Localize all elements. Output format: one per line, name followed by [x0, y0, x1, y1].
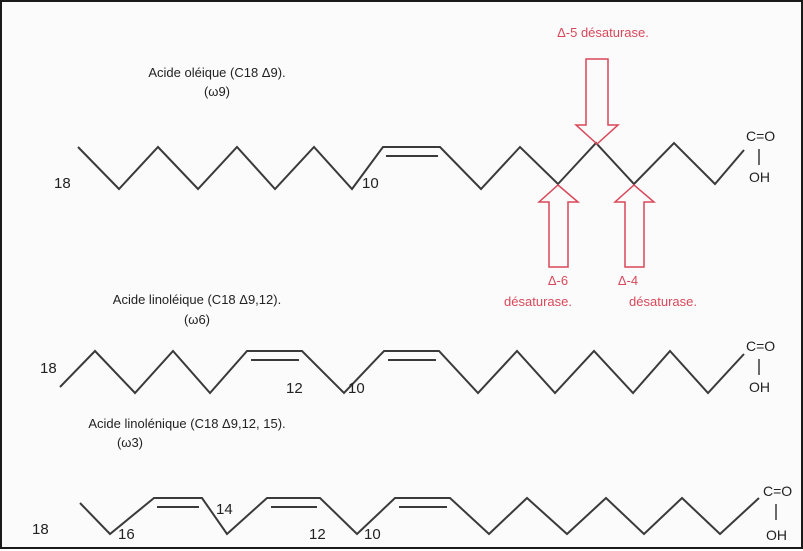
linolenic-carbon-18-label: 18: [32, 521, 49, 538]
linoleic-acid-group: Acide linoléique (C18 Δ9,12). (ω6) 18 12…: [40, 292, 775, 397]
delta5-arrow-icon: [574, 58, 620, 146]
oleic-carboxyl-co: C=O: [746, 128, 775, 144]
linoleic-carbon-18-label: 18: [40, 360, 57, 377]
desaturase-group: Δ-5 désaturase. Δ-6 désaturase. Δ-4 désa…: [504, 25, 697, 309]
delta4-desaturase-label-line1: Δ-4: [618, 273, 638, 288]
linolenic-acid-title: Acide linolénique (C18 Δ9,12, 15).: [88, 416, 285, 431]
linolenic-carbon-10-label: 10: [364, 526, 381, 543]
oleic-acid-title: Acide oléique (C18 Δ9).: [148, 65, 285, 80]
linoleic-carbon-12-label: 12: [286, 380, 303, 397]
delta4-arrow-icon: [613, 184, 657, 268]
linoleic-acid-title: Acide linoléique (C18 Δ9,12).: [113, 292, 281, 307]
linolenic-acid-omega: (ω3): [117, 435, 143, 450]
linolenic-acid-chain: [79, 496, 760, 536]
linolenic-carbon-12-label: 12: [309, 526, 326, 543]
oleic-carboxyl-oh: OH: [749, 169, 770, 185]
linolenic-carbon-16-label: 16: [118, 526, 135, 543]
linoleic-carboxyl-co: C=O: [746, 338, 775, 354]
oleic-acid-chain: [77, 141, 745, 191]
oleic-acid-omega: (ω9): [204, 84, 230, 99]
linoleic-carbon-10-label: 10: [348, 380, 365, 397]
delta6-desaturase-label-line1: Δ-6: [548, 273, 568, 288]
delta4-desaturase-label-line2: désaturase.: [629, 294, 697, 309]
oleic-carbon-18-label: 18: [54, 175, 71, 192]
linolenic-carboxyl-co: C=O: [763, 483, 792, 499]
linolenic-carbon-14-label: 14: [216, 501, 233, 518]
linolenic-acid-group: Acide linolénique (C18 Δ9,12, 15). (ω3) …: [32, 416, 792, 543]
oleic-acid-group: Acide oléique (C18 Δ9). (ω9) 18 10 C=O O…: [54, 65, 775, 192]
oleic-carbon-10-label: 10: [362, 175, 379, 192]
delta6-arrow-icon: [537, 184, 581, 268]
delta5-desaturase-label: Δ-5 désaturase.: [557, 25, 649, 40]
linolenic-carboxyl-oh: OH: [766, 527, 787, 543]
linoleic-acid-omega: (ω6): [184, 312, 210, 327]
linoleic-carboxyl-oh: OH: [749, 379, 770, 395]
linoleic-acid-chain: [59, 349, 745, 395]
delta6-desaturase-label-line2: désaturase.: [504, 294, 572, 309]
